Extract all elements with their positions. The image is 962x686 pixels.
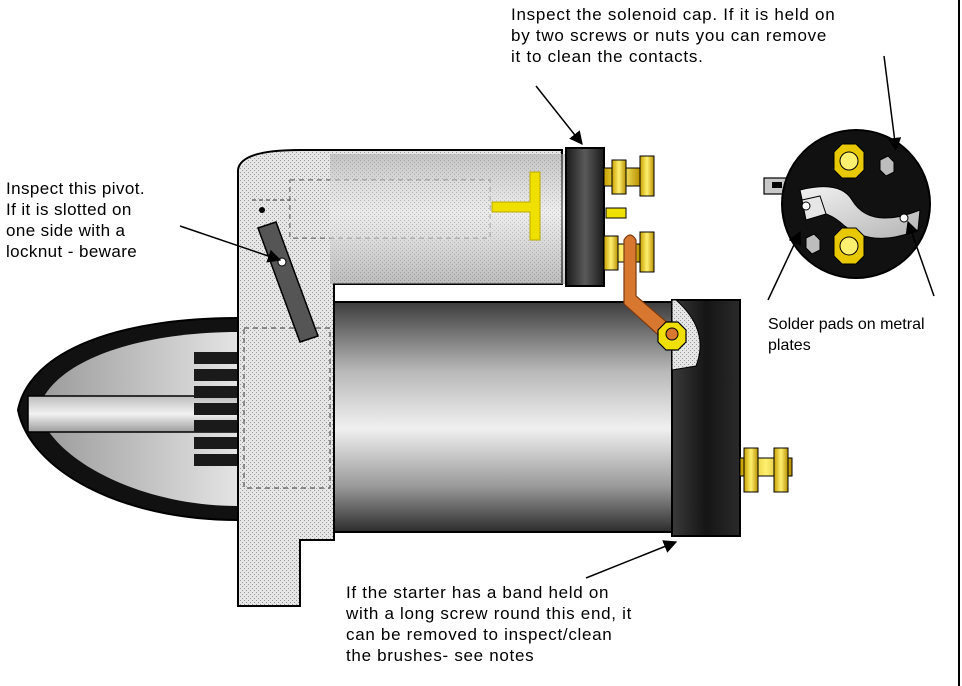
note-line: Inspect the solenoid cap. If it is held … — [511, 5, 836, 24]
rear-terminal-stud — [739, 447, 793, 493]
spade-terminal — [605, 207, 627, 219]
note-line: If the starter has a band held on — [346, 583, 610, 602]
motor-body — [333, 299, 793, 537]
note-line: Inspect this pivot. — [6, 179, 145, 198]
note-line: Solder pads on metral — [768, 316, 925, 333]
note-line: plates — [768, 337, 811, 354]
right-border — [958, 0, 960, 686]
note-line: If it is slotted on — [6, 200, 132, 219]
solenoid-cap — [565, 147, 605, 287]
solenoid — [290, 147, 655, 287]
arrow-solenoid-cap — [535, 85, 583, 146]
note-band: If the starter has a band held on with a… — [346, 582, 632, 666]
drive-nose — [16, 316, 242, 522]
note-line: by two screws or nuts you can remove — [511, 26, 828, 45]
leader-lines — [179, 55, 935, 579]
arrow-pivot — [179, 225, 282, 263]
note-line: locknut - beware — [6, 242, 138, 261]
plunger — [491, 171, 541, 241]
solder-pad — [801, 201, 811, 211]
note-line: with a long screw round this end, it — [346, 604, 633, 623]
arrow-end-view — [883, 55, 902, 152]
arrow-solder-left — [767, 230, 801, 301]
note-line: can be removed to inspect/clean — [346, 625, 613, 644]
note-solder-pads: Solder pads on metral plates — [768, 314, 925, 356]
copper-strap — [623, 234, 687, 351]
solenoid-cap-end-view — [763, 129, 931, 279]
arrow-band — [585, 540, 678, 579]
note-line: it to clean the contacts. — [511, 47, 704, 66]
pinion-gear — [194, 352, 242, 466]
note-line: one side with a — [6, 221, 126, 240]
note-pivot: Inspect this pivot. If it is slotted on … — [6, 178, 145, 262]
upper-terminal-stud — [603, 155, 655, 197]
solder-pad — [899, 213, 909, 223]
note-solenoid-cap: Inspect the solenoid cap. If it is held … — [511, 4, 835, 67]
arrow-solder-right — [905, 220, 935, 297]
note-line: the brushes- see notes — [346, 646, 535, 665]
